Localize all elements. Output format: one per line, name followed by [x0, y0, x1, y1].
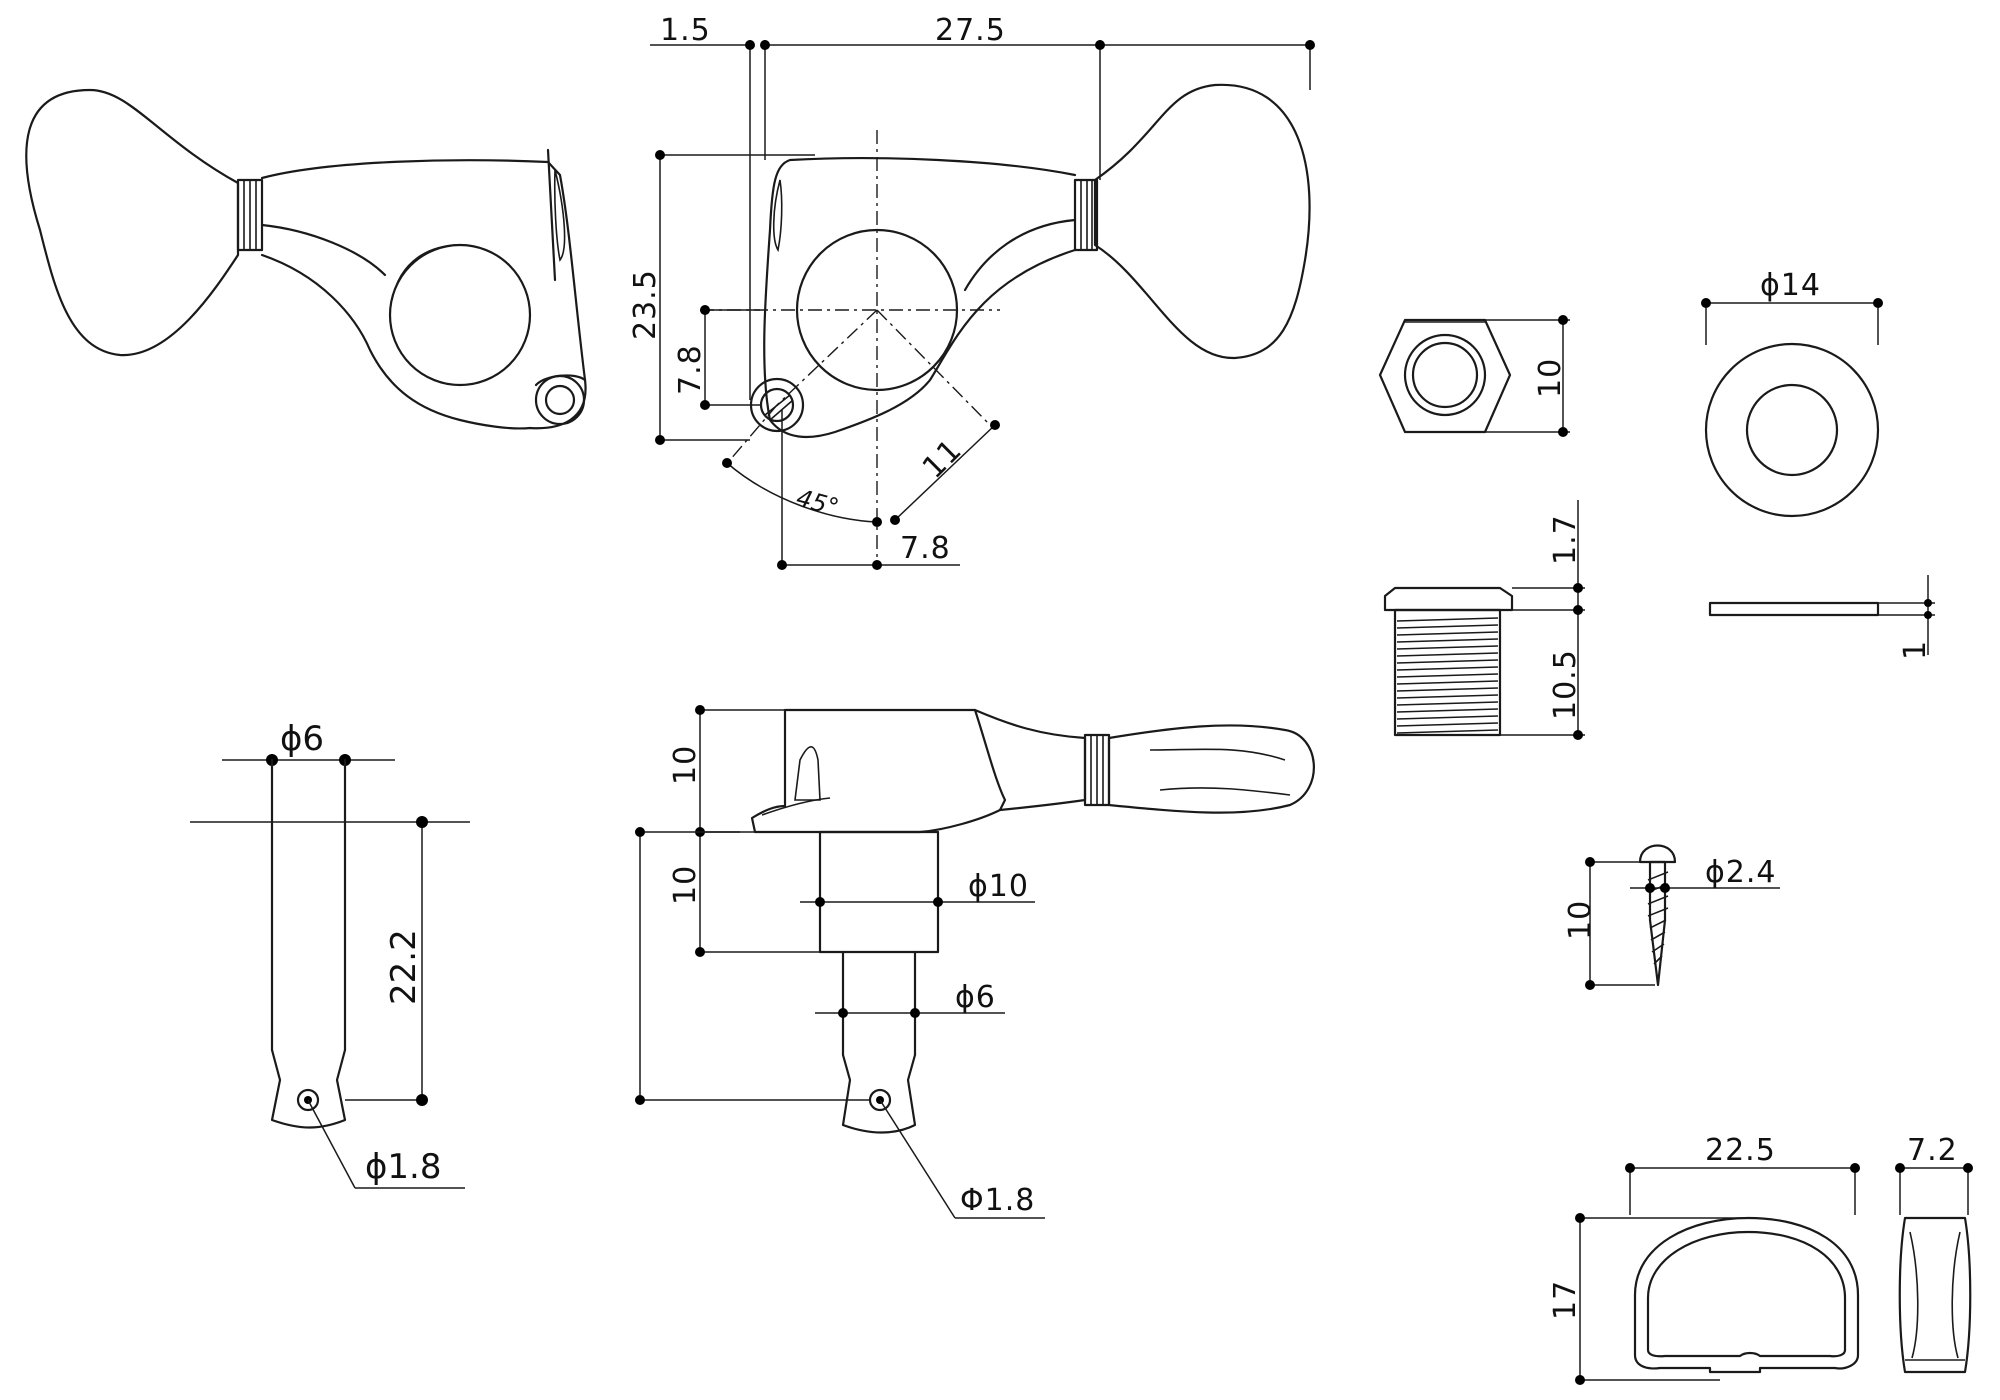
dim-7-8-h: 7.8 — [900, 531, 951, 566]
dim-bushing-1-7: 1.7 — [1548, 514, 1583, 565]
dim-retainer-22-5: 22.5 — [1705, 1133, 1776, 1168]
threaded-bushing: 1.7 10.5 — [1383, 500, 1585, 740]
dim-screw-2-4: ϕ2.4 — [1705, 855, 1777, 890]
dim-post-22-2: 22.2 — [384, 929, 424, 1005]
dim-post-hole-1-8: ϕ1.8 — [365, 1147, 442, 1187]
dim-7-8-v: 7.8 — [673, 344, 708, 395]
dim-retainer-17: 17 — [1548, 1280, 1583, 1320]
dim-shaft-phi-10: ϕ10 — [968, 869, 1029, 904]
string-retainer: 22.5 17 7.2 — [1548, 1133, 1973, 1385]
center-top-dimensions: 1.5 27.5 23.5 7.8 7.8 11 45° — [628, 13, 1315, 570]
dim-11: 11 — [916, 432, 969, 485]
dim-post-6: ϕ6 — [280, 719, 324, 759]
washer: ϕ14 1 — [1701, 268, 1935, 660]
dim-washer-14: ϕ14 — [1760, 268, 1821, 303]
dim-post-phi-6: ϕ6 — [955, 980, 996, 1015]
dim-screw-10: 10 — [1563, 900, 1598, 940]
dim-side-hole-1-8: Φ1.8 — [960, 1183, 1035, 1218]
tuner-front-view-center — [700, 83, 1311, 560]
hex-nut: 10 — [1378, 315, 1570, 437]
dim-retainer-7-2: 7.2 — [1907, 1133, 1958, 1168]
dim-45-deg: 45° — [793, 484, 841, 522]
dim-washer-1: 1 — [1898, 640, 1933, 660]
tuner-side-view: 10 10 ϕ10 ϕ6 Φ1.8 — [635, 705, 1315, 1219]
dim-shaft-10: 10 — [668, 865, 703, 905]
dim-head-10: 10 — [668, 745, 703, 785]
dim-23-5: 23.5 — [628, 269, 663, 340]
dim-27-5: 27.5 — [935, 13, 1006, 48]
dim-nut-10: 10 — [1533, 358, 1568, 398]
mounting-screw: 10 ϕ2.4 — [1563, 844, 1780, 990]
dim-bushing-10-5: 10.5 — [1548, 649, 1583, 720]
tuner-front-view-left — [25, 88, 587, 430]
dim-1-5: 1.5 — [660, 13, 711, 48]
string-post-left: ϕ6 22.2 ϕ1.8 — [190, 719, 470, 1189]
